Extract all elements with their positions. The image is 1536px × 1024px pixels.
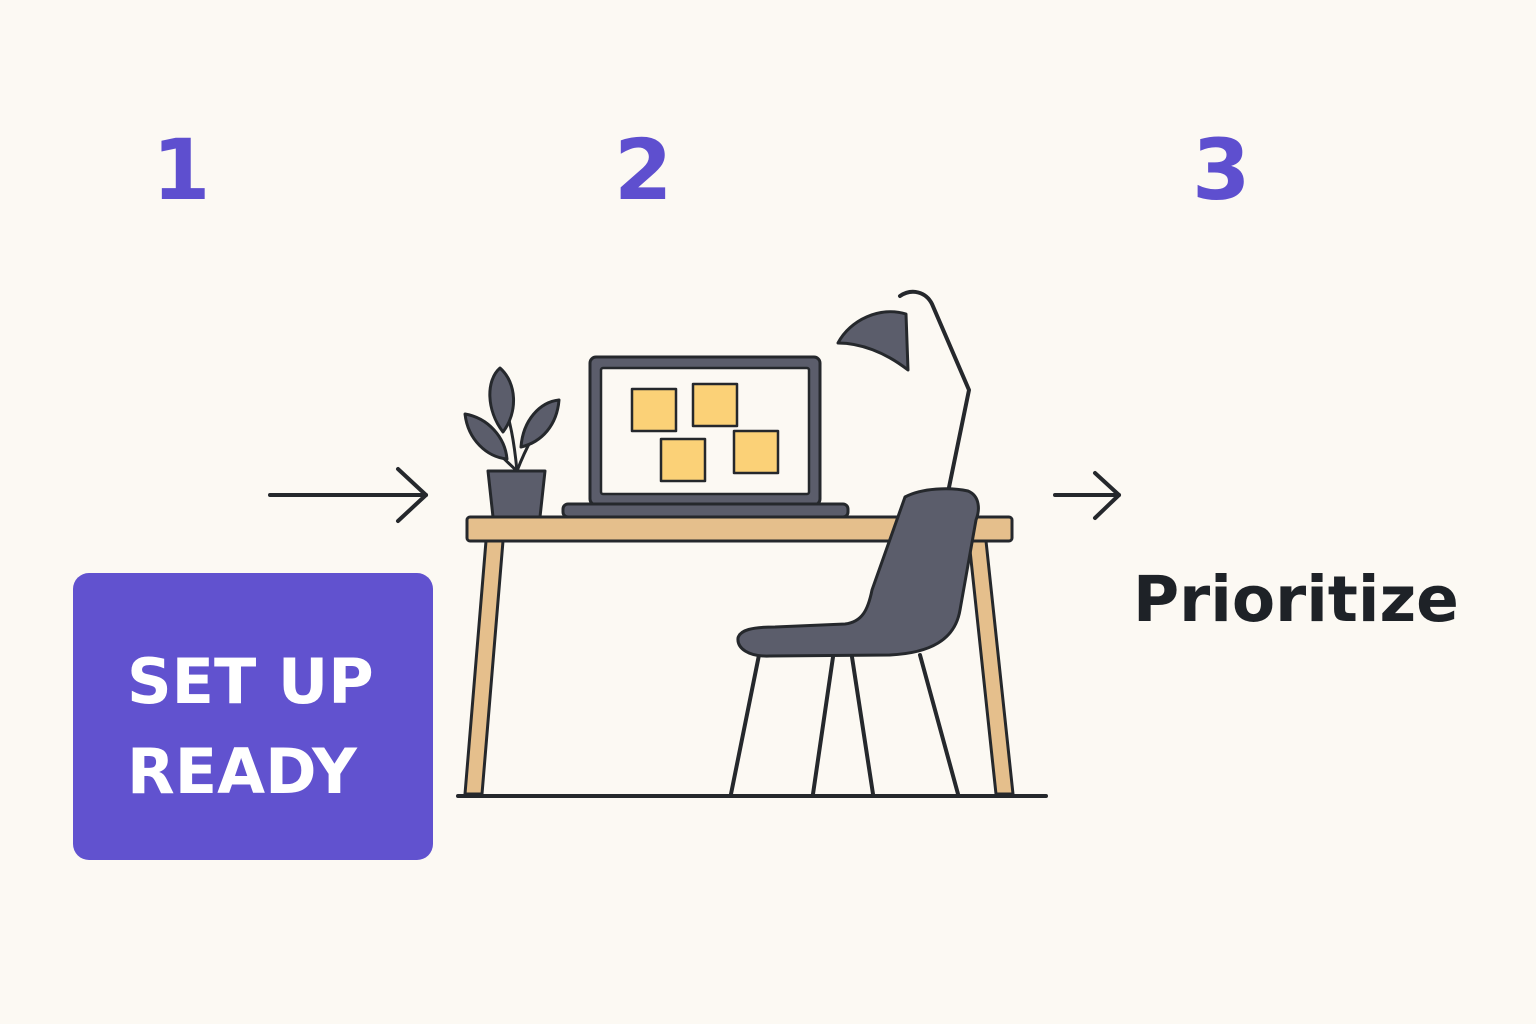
arrow-right-icon (1053, 471, 1121, 520)
step-number-3: 3 (1192, 121, 1251, 219)
laptop-icon (561, 355, 850, 519)
step-number-1: 1 (152, 121, 211, 219)
step-1-label-line-2: READY (127, 735, 357, 808)
lamp-icon (836, 289, 971, 504)
chair-icon (729, 487, 980, 796)
arrow-right-icon (268, 467, 428, 523)
step-1-label-line-1: SET UP (127, 645, 374, 718)
step-1-label-box: SET UP READY (73, 573, 433, 860)
plant-icon (463, 366, 561, 519)
step-3-label: Prioritize (1133, 563, 1459, 636)
step-number-2: 2 (614, 121, 673, 219)
